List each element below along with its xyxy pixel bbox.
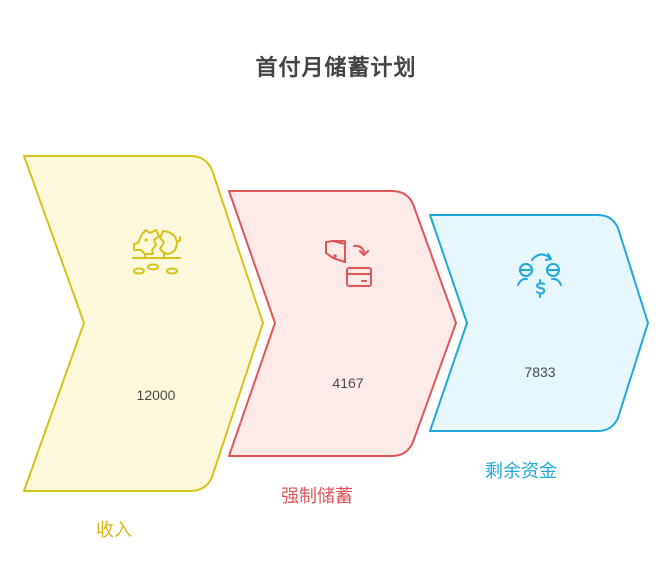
step-income-label: 收入 [96, 520, 132, 541]
wallet-to-card-transfer-icon [325, 240, 372, 287]
step-savings-label: 强制储蓄 [281, 486, 353, 507]
people-money-exchange-icon [517, 253, 562, 298]
broken-piggy-bank-icon [132, 229, 182, 275]
step-income-chevron [23, 155, 264, 492]
step-remaining-label: 剩余资金 [485, 461, 557, 482]
step-savings-chevron [228, 190, 457, 457]
step-remaining-chevron [429, 214, 649, 432]
diagram-title: 首付月储蓄计划 [255, 56, 417, 81]
step-remaining-value: 7833 [524, 364, 556, 380]
step-savings-value: 4167 [332, 375, 364, 391]
step-income-value: 12000 [136, 387, 176, 403]
